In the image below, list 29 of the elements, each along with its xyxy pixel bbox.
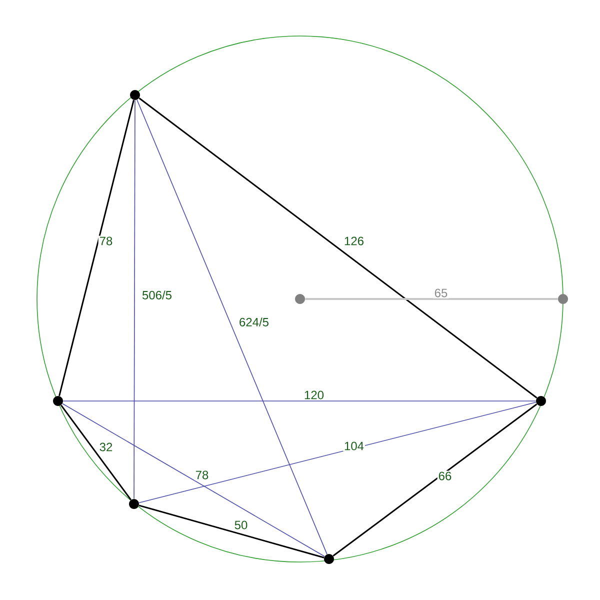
line-segment (62, 400, 536, 402)
edge-label: 78 (98, 236, 114, 246)
point-dot (324, 554, 334, 564)
edge-label: 506/5 (140, 290, 174, 300)
edge-label: 32 (98, 442, 114, 452)
edge-label: 78 (194, 470, 210, 480)
line-segment (58, 100, 134, 396)
edge-label: 50 (233, 520, 249, 530)
line-segment (136, 99, 328, 555)
point-dot (130, 90, 140, 100)
edge-label: 624/5 (238, 316, 270, 328)
point-dot (129, 499, 139, 509)
line-segment (305, 298, 558, 300)
line-segment (332, 404, 538, 556)
line-segment (62, 403, 325, 557)
edge-label: 66 (437, 470, 453, 482)
line-segment (134, 100, 136, 500)
point-dot (536, 396, 546, 406)
line-segment (60, 404, 132, 500)
edge-label: 65 (433, 288, 449, 298)
edge-label: 120 (303, 390, 326, 400)
line-segment (138, 402, 536, 504)
reference-dot (295, 294, 305, 304)
line-segment (138, 98, 538, 398)
line-segment (138, 504, 324, 558)
edge-label: 104 (343, 440, 366, 452)
reference-dot (558, 294, 568, 304)
edge-label: 126 (343, 236, 366, 246)
point-dot (53, 396, 63, 406)
